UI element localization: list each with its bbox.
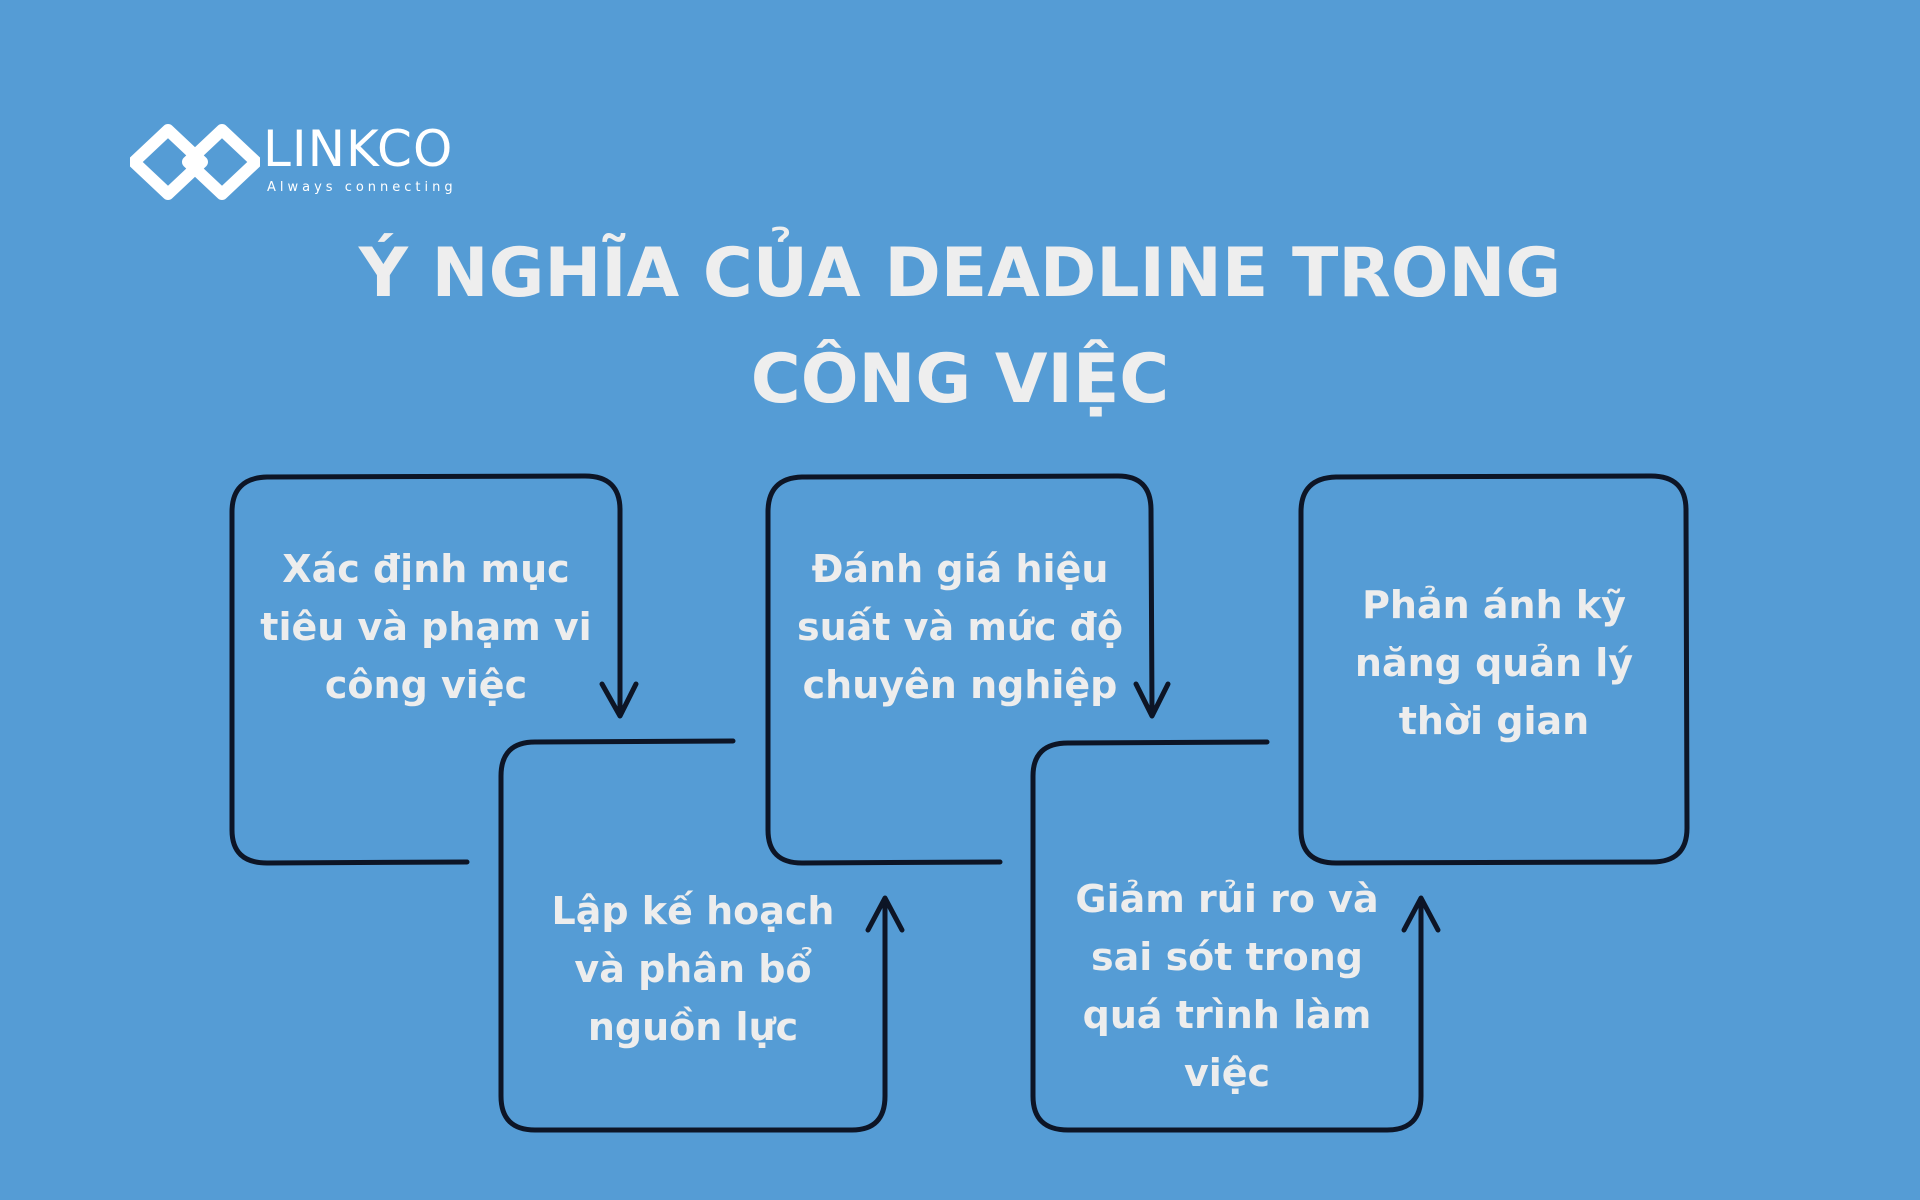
step-2-frame (498, 738, 888, 1133)
page-title-line-1: Ý NGHĨA CỦA DEADLINE TRONG (358, 234, 1562, 313)
step-4-frame (1030, 739, 1424, 1133)
page-title-line-2: CÔNG VIỆC (750, 340, 1170, 419)
step-1-arrow-icon (599, 681, 639, 719)
step-3-text: Đánh giá hiệu suất và mức độ chuyên nghi… (796, 547, 1124, 707)
step-5-text: Phản ánh kỹ năng quản lý thời gian (1354, 583, 1634, 743)
step-2-arrow-icon (865, 895, 905, 933)
linked-diamonds-icon (130, 124, 260, 200)
logo-tagline: Always connecting (267, 180, 457, 195)
step-5-frame (1298, 473, 1690, 866)
step-4-arrow-icon (1401, 895, 1441, 933)
step-4-text: Giảm rủi ro và sai sót trong quá trình l… (1075, 877, 1379, 1095)
step-1-text: Xác định mục tiêu và phạm vi công việc (260, 547, 592, 707)
step-3-frame (765, 473, 1155, 866)
step-3-arrow-icon (1133, 681, 1171, 719)
logo-name: LINKCO (263, 120, 454, 178)
step-1-frame (229, 473, 623, 866)
step-2-text: Lập kế hoạch và phân bổ nguồn lực (551, 889, 835, 1049)
